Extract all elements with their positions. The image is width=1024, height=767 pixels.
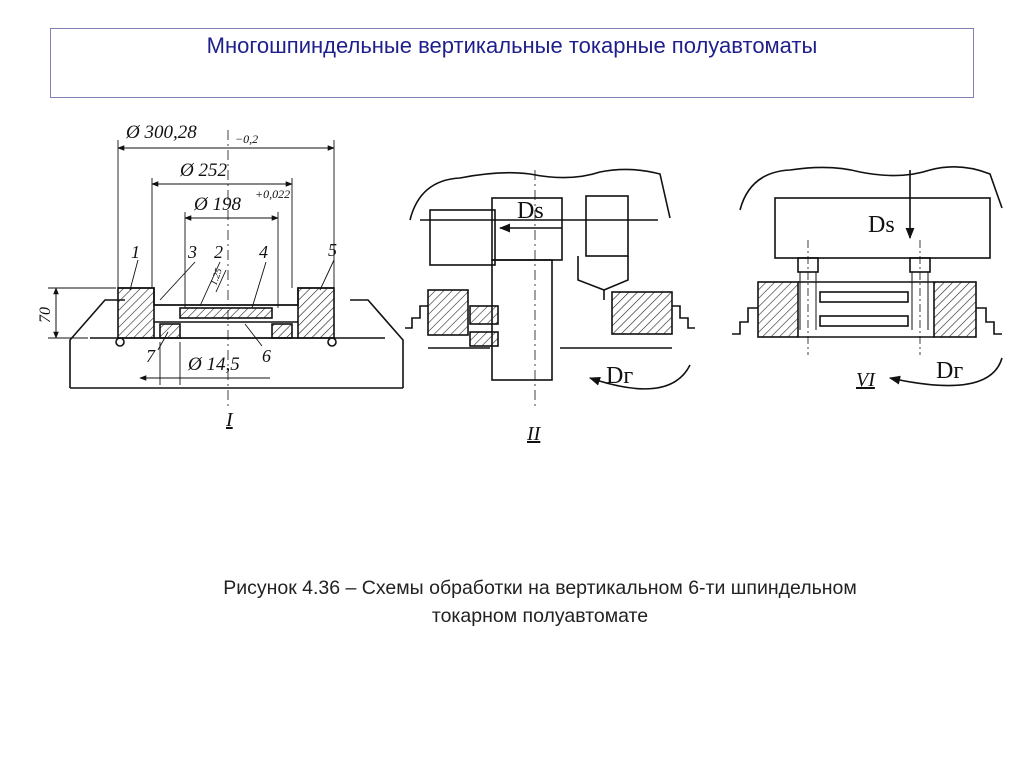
svg-text:Ø 300,28: Ø 300,28 xyxy=(125,122,197,143)
svg-text:Ø 14,5: Ø 14,5 xyxy=(187,354,240,375)
figure-i-part-drawing xyxy=(48,130,404,410)
figure-caption: Рисунок 4.36 – Схемы обработки на вертик… xyxy=(60,574,1020,630)
figure-i-labels: Ø 300,28 −0,2 Ø 252 Ø 198 +0,022 70 Ø 14… xyxy=(37,122,337,431)
svg-text:II: II xyxy=(526,423,542,445)
svg-text:3: 3 xyxy=(187,242,197,262)
svg-text:Ds: Ds xyxy=(517,198,544,224)
svg-text:VI: VI xyxy=(856,369,876,391)
svg-text:6: 6 xyxy=(262,346,271,366)
figure-vi-machining-scheme xyxy=(732,166,1003,387)
figure-vi-labels: Ds Dг VI xyxy=(856,212,963,391)
machining-schemes-drawing: Ø 300,28 −0,2 Ø 252 Ø 198 +0,022 70 Ø 14… xyxy=(37,122,1003,445)
svg-text:1: 1 xyxy=(131,242,140,262)
figure-ii-labels: Ds Dг II xyxy=(517,198,633,445)
caption-line-1: Рисунок 4.36 – Схемы обработки на вертик… xyxy=(223,577,857,599)
svg-text:Ø 252: Ø 252 xyxy=(179,160,227,181)
svg-text:Dг: Dг xyxy=(606,363,633,389)
svg-text:Dг: Dг xyxy=(936,358,963,384)
svg-text:7: 7 xyxy=(146,346,156,366)
caption-line-2: токарном полуавтомате xyxy=(431,605,649,627)
svg-text:+0,022: +0,022 xyxy=(255,187,290,201)
figure-ii-machining-scheme xyxy=(405,168,695,410)
svg-text:Ds: Ds xyxy=(868,212,895,238)
svg-text:4: 4 xyxy=(259,242,268,262)
svg-text:70: 70 xyxy=(37,307,54,323)
svg-text:2: 2 xyxy=(214,242,223,262)
slide-title: Многошпиндельные вертикальные токарные п… xyxy=(206,33,818,58)
title-box: Многошпиндельные вертикальные токарные п… xyxy=(50,28,974,98)
svg-text:I: I xyxy=(225,409,234,431)
svg-text:1.25: 1.25 xyxy=(208,267,224,287)
svg-text:5: 5 xyxy=(328,240,337,260)
svg-text:−0,2: −0,2 xyxy=(235,132,258,146)
svg-text:Ø 198: Ø 198 xyxy=(193,194,241,215)
